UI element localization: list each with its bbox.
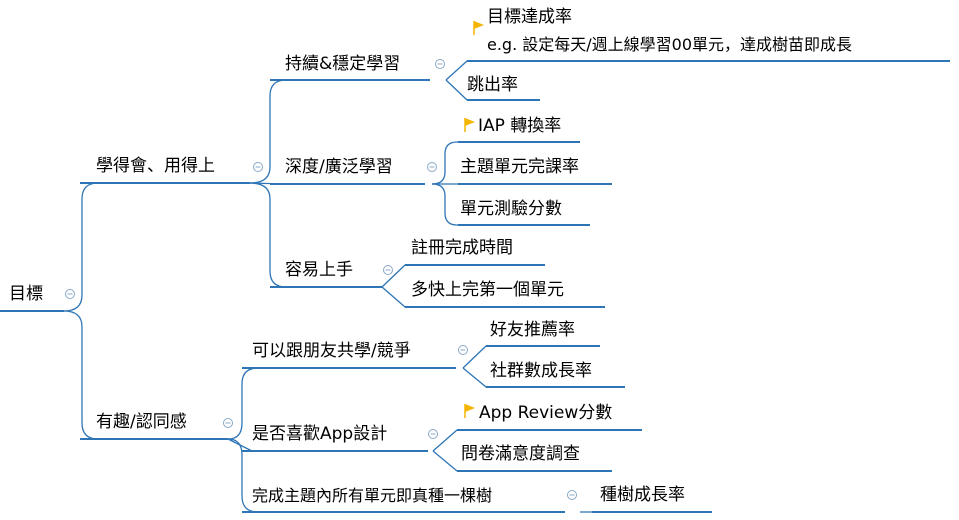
connector: [249, 182, 287, 288]
flag-icon: [464, 404, 475, 418]
leaf-goal-rate-note: e.g. 設定每天/週上線學習00單元，達成樹苗即成長: [487, 35, 853, 54]
collapse-toggle-icon[interactable]: [435, 59, 445, 69]
node-tree[interactable]: 完成主題內所有單元即真種一棵樹: [252, 486, 493, 505]
connector: [381, 264, 406, 288]
node-easy[interactable]: 容易上手: [285, 260, 353, 280]
connector: [462, 367, 487, 388]
node-social[interactable]: 可以跟朋友共學/競爭: [252, 341, 411, 361]
node-branch-learn[interactable]: 學得會、用得上: [96, 156, 215, 176]
collapse-toggle-icon[interactable]: [567, 490, 577, 500]
connector: [432, 450, 458, 472]
leaf-survey[interactable]: 問卷滿意度調查: [461, 444, 580, 464]
connectors: [63, 60, 592, 513]
collapse-toggle-icon[interactable]: [253, 162, 263, 172]
node-design[interactable]: 是否喜歡App設計: [252, 424, 388, 444]
collapse-toggle-icon[interactable]: [427, 162, 437, 172]
leaf-iap[interactable]: IAP 轉換率: [478, 116, 562, 136]
flags: [464, 21, 484, 418]
flag-cloth: [474, 21, 484, 29]
node-underlines: [0, 60, 950, 513]
collapse-toggles[interactable]: [65, 59, 577, 500]
collapse-toggle-icon[interactable]: [428, 429, 438, 439]
connector: [381, 286, 406, 308]
leaf-goal-rate[interactable]: 目標達成率: [487, 7, 572, 27]
flag-icon: [473, 21, 484, 35]
flag-icon: [464, 118, 475, 132]
collapse-toggle-icon[interactable]: [65, 289, 75, 299]
leaf-bounce-rate[interactable]: 跳出率: [467, 75, 518, 95]
connector: [432, 429, 458, 452]
connector: [63, 310, 99, 440]
node-branch-fun[interactable]: 有趣/認同感: [96, 412, 187, 432]
connector: [431, 141, 458, 185]
node-root[interactable]: 目標: [9, 284, 43, 304]
node-sustain[interactable]: 持續&穩定學習: [285, 54, 401, 74]
collapse-toggle-icon[interactable]: [458, 345, 468, 355]
leaf-quiz[interactable]: 單元測驗分數: [460, 199, 562, 219]
leaf-app-review[interactable]: App Review分數: [479, 403, 613, 423]
collapse-toggle-icon[interactable]: [383, 265, 393, 275]
connector: [462, 345, 487, 369]
leaf-signup-time[interactable]: 註冊完成時間: [411, 238, 513, 258]
flag-cloth: [465, 404, 475, 412]
node-depth[interactable]: 深度/廣泛學習: [285, 157, 393, 177]
connector: [445, 60, 468, 81]
leaf-first-unit[interactable]: 多快上完第一個單元: [411, 280, 564, 300]
flag-cloth: [465, 118, 475, 126]
collapse-toggle-icon[interactable]: [223, 418, 233, 428]
connector: [445, 79, 468, 101]
leaf-community[interactable]: 社群數成長率: [490, 361, 592, 381]
connector: [431, 183, 458, 226]
leaf-referral[interactable]: 好友推薦率: [490, 320, 575, 340]
leaf-tree-growth[interactable]: 種樹成長率: [600, 485, 685, 505]
leaf-completion[interactable]: 主題單元完課率: [460, 157, 579, 177]
